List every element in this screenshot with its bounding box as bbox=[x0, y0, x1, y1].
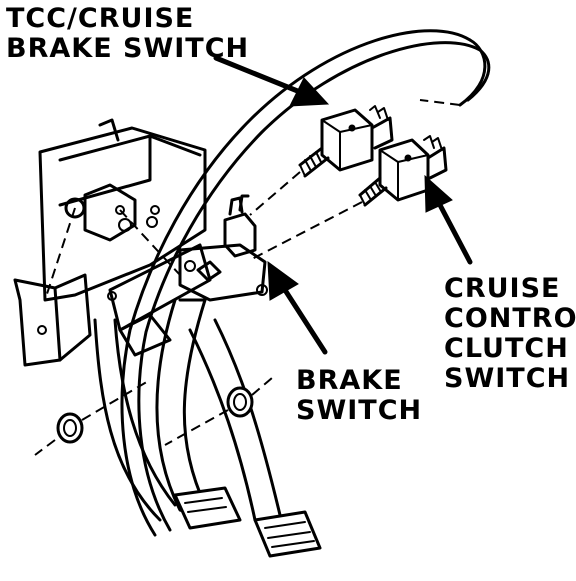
brake-switch-label: BRAKE SWITCH bbox=[296, 366, 422, 426]
cruise-label-line-1: CRUISE bbox=[444, 273, 561, 304]
cruise-control-clutch-switch-part bbox=[249, 135, 448, 261]
tcc-cruise-brake-switch-part bbox=[249, 105, 394, 216]
tcc-label-line-1: TCC/CRUISE bbox=[6, 3, 195, 34]
callout-arrows bbox=[213, 55, 473, 355]
pedal-pads bbox=[173, 486, 322, 558]
cruise-label-line-3: CLUTCH bbox=[444, 333, 569, 364]
brake-label-line-2: SWITCH bbox=[296, 395, 423, 426]
tcc-label-line-2: BRAKE SWITCH bbox=[6, 33, 250, 64]
pedal-bushings bbox=[34, 377, 273, 456]
wire-harness bbox=[120, 29, 491, 537]
brake-label-line-1: BRAKE bbox=[296, 365, 403, 396]
tcc-cruise-brake-switch-label: TCC/CRUISE BRAKE SWITCH bbox=[6, 4, 249, 64]
cruise-label-line-2: CONTROL bbox=[444, 303, 576, 334]
cruise-control-clutch-switch-label: CRUISE CONTROL CLUTCH SWITCH bbox=[444, 274, 576, 394]
cruise-label-line-4: SWITCH bbox=[444, 363, 571, 394]
brake-switch-part bbox=[178, 194, 268, 302]
pedal-arms bbox=[93, 298, 282, 522]
